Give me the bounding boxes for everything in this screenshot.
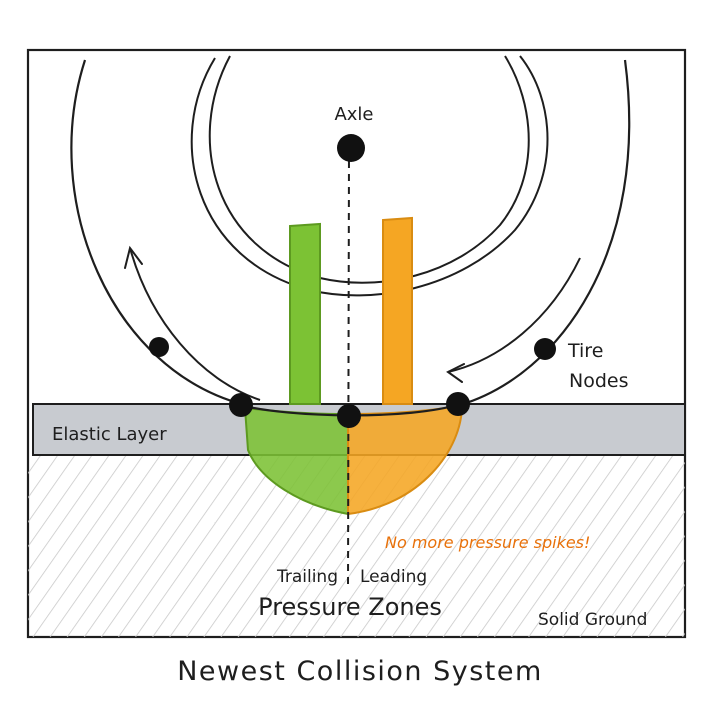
leading-pressure-bar [382, 216, 413, 405]
tire-node [534, 338, 556, 360]
right-arrow-head [446, 363, 465, 383]
tire-nodes-label-line1: Tire [567, 340, 603, 362]
diagram-caption: Newest Collision System [177, 656, 543, 687]
elastic-layer-label: Elastic Layer [52, 424, 167, 445]
rim-ring-outer [190, 55, 549, 297]
trailing-label: Trailing [276, 567, 338, 587]
left-arrow-head [124, 245, 143, 269]
trailing-pressure-bar [289, 222, 321, 405]
tire-node [229, 393, 253, 417]
axle-label: Axle [334, 104, 373, 125]
rim-ring-inner [208, 55, 530, 284]
tire-node [149, 337, 169, 357]
tire-node [446, 392, 470, 416]
right-rotation-arrow [447, 257, 581, 373]
axle-dot [337, 134, 365, 162]
pressure-zones-label: Pressure Zones [258, 593, 442, 621]
tire-nodes-label-line2: Nodes [569, 370, 629, 392]
leading-label: Leading [360, 567, 427, 587]
solid-ground-label: Solid Ground [538, 610, 647, 630]
left-rotation-arrow [129, 247, 261, 401]
tire-node [337, 404, 361, 428]
no-pressure-spikes-label: No more pressure spikes! [385, 533, 590, 552]
axle-center-line [347, 147, 350, 591]
